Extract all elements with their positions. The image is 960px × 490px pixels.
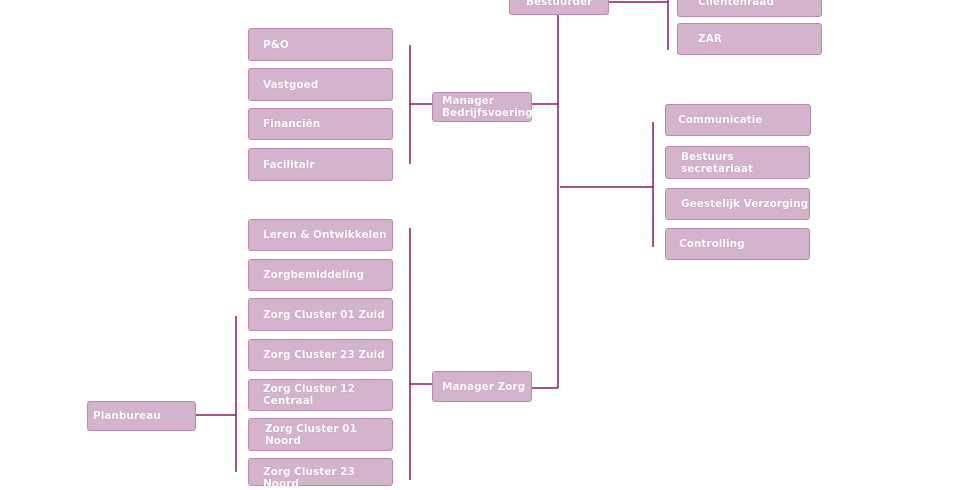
controlling-box[interactable]: Controlling	[665, 228, 810, 260]
unit-vastgoed-box[interactable]: Vastgoed	[248, 68, 393, 101]
communicatie-box[interactable]: Communicatie	[665, 104, 811, 136]
unit-zorg-cluster-23-zuid-box[interactable]: Zorg Cluster 23 Zuid	[248, 339, 393, 371]
geestelijk-verzorging-box[interactable]: Geestelijk Verzorging	[665, 188, 810, 220]
unit-zorg-cluster-23-noord-box[interactable]: Zorg Cluster 23 Noord	[248, 458, 393, 490]
unit-facilitair-box[interactable]: Facilitair	[248, 148, 393, 181]
unit-financien-box[interactable]: Financiën	[248, 108, 393, 140]
connector-lines	[195, 0, 669, 480]
unit-leren-ontwikkelen-box[interactable]: Leren & Ontwikkelen	[248, 219, 393, 251]
bestuurssecretariaat-box[interactable]: Bestuurs secretariaat	[665, 146, 810, 179]
unit-zorg-cluster-01-zuid-box[interactable]: Zorg Cluster 01 Zuid	[248, 298, 393, 331]
zar-box[interactable]: ZAR	[677, 23, 822, 55]
manager-bedrijfsvoering-box[interactable]: Manager Bedrijfsvoering	[432, 92, 533, 122]
clientenraad-box[interactable]: Cliëntenraad	[677, 0, 822, 17]
manager-zorg-box[interactable]: Manager Zorg	[432, 371, 532, 402]
unit-zorg-cluster-12-centraal-box[interactable]: Zorg Cluster 12 Centraal	[248, 379, 393, 411]
unit-po-box[interactable]: P&O	[248, 28, 393, 61]
bestuurder-box[interactable]: Bestuurder	[509, 0, 609, 15]
unit-zorg-cluster-01-noord-box[interactable]: Zorg Cluster 01 Noord	[248, 418, 393, 451]
planbureau-box[interactable]: Planbureau	[87, 401, 196, 431]
unit-zorgbemiddeling-box[interactable]: Zorgbemiddeling	[248, 259, 393, 291]
